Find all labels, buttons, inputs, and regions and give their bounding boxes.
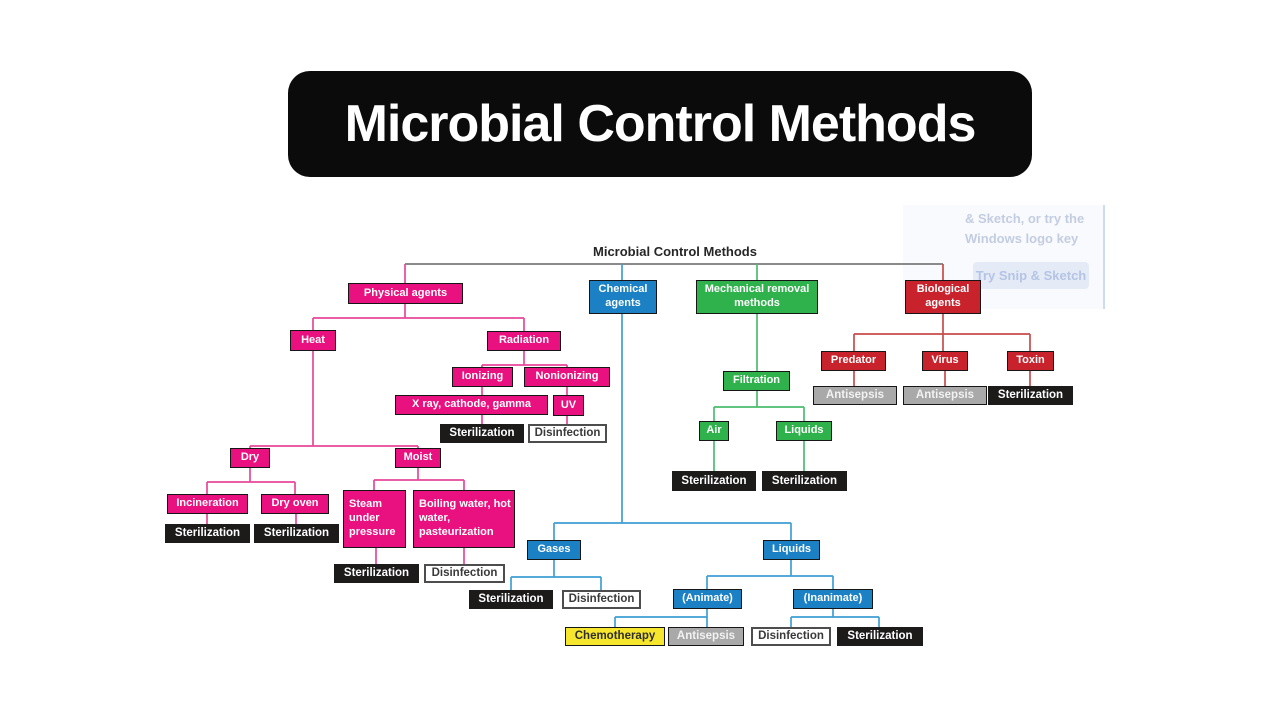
node-liquids-mechanical: Liquids [776,421,832,441]
node-moist: Moist [395,448,441,468]
node-filtration: Filtration [723,371,790,391]
node-uv: UV [553,395,584,416]
node-mechanical-removal-methods: Mechanical removal methods [696,280,818,314]
node-xray-cathode-gamma: X ray, cathode, gamma [395,395,548,415]
outcome-sterilization-toxin: Sterilization [988,386,1073,405]
outcome-sterilization-xray: Sterilization [440,424,524,443]
node-air: Air [699,421,729,441]
node-liquids-chemical: Liquids [763,540,820,560]
node-radiation: Radiation [487,331,561,351]
node-steam-under-pressure: Steam under pressure [343,490,406,548]
title-banner: Microbial Control Methods [288,71,1032,177]
node-virus: Virus [922,351,968,371]
node-toxin: Toxin [1007,351,1054,371]
ghost-text-line2: Windows logo key [965,231,1079,246]
outcome-sterilization-incineration: Sterilization [165,524,250,543]
node-predator: Predator [821,351,886,371]
outcome-disinfection-gases: Disinfection [562,590,641,609]
node-dry-oven: Dry oven [261,494,329,514]
node-heat: Heat [290,330,336,351]
ghost-try-snip-sketch-button: Try Snip & Sketch [973,262,1089,289]
outcome-disinfection-boiling: Disinfection [424,564,505,583]
node-ionizing: Ionizing [452,367,513,387]
outcome-antisepsis-virus: Antisepsis [903,386,987,405]
outcome-disinfection-inanimate: Disinfection [751,627,831,646]
node-boiling-hot-water-pasteurization: Boiling water, hot water, pasteurization [413,490,515,548]
outcome-sterilization-gases: Sterilization [469,590,553,609]
outcome-sterilization-dry-oven: Sterilization [254,524,339,543]
outcome-antisepsis-animate: Antisepsis [668,627,744,646]
node-gases: Gases [527,540,581,560]
node-physical-agents: Physical agents [348,283,463,304]
diagram-root-title: Microbial Control Methods [593,244,757,259]
node-animate: (Animate) [673,589,742,609]
outcome-sterilization-steam: Sterilization [334,564,419,583]
ghost-text-line1: & Sketch, or try the [965,211,1085,226]
node-biological-agents: Biological agents [905,280,981,314]
outcome-disinfection-uv: Disinfection [528,424,607,443]
outcome-chemotherapy: Chemotherapy [565,627,665,646]
outcome-sterilization-air: Sterilization [672,471,756,491]
banner-title-text: Microbial Control Methods [344,95,977,153]
node-inanimate: (Inanimate) [793,589,873,609]
node-nonionizing: Nonionizing [524,367,610,387]
node-dry: Dry [230,448,270,468]
outcome-antisepsis-predator: Antisepsis [813,386,897,405]
outcome-sterilization-inanimate: Sterilization [837,627,923,646]
node-incineration: Incineration [167,494,248,514]
outcome-sterilization-liquids: Sterilization [762,471,847,491]
node-chemical-agents: Chemical agents [589,280,657,314]
